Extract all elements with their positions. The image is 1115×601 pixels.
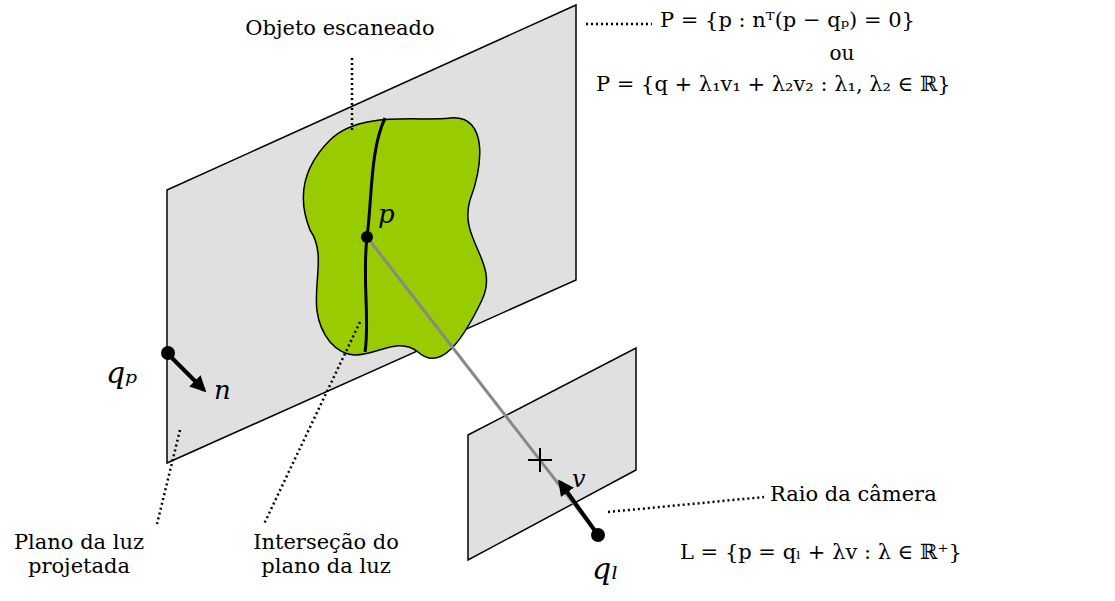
- pixel-cross: [539, 448, 541, 472]
- vector-label: v: [572, 466, 586, 494]
- point-label: qₚ: [106, 356, 137, 391]
- scanned-object: [303, 118, 486, 359]
- leader-line: [264, 322, 360, 524]
- point-label: qₗ: [592, 552, 618, 587]
- formula: P = {q + λ₁v₁ + λ₂v₂ : λ₁, λ₂ ∈ ℝ}: [596, 72, 951, 96]
- leader-line: [157, 430, 180, 524]
- leader-line: [351, 58, 354, 130]
- formula: P = {p : nᵀ(p − qₚ) = 0}: [660, 8, 915, 32]
- point-dot: [591, 528, 605, 542]
- leader-line: [586, 23, 652, 26]
- point-dot: [161, 346, 175, 360]
- leader-line: [608, 497, 764, 512]
- formula: L = {p = qₗ + λv : λ ∈ ℝ⁺}: [680, 540, 962, 564]
- point-dot: [361, 231, 373, 243]
- leader-label: Interseção do plano da luz: [231, 530, 421, 578]
- leader-label: Raio da câmera: [770, 482, 937, 506]
- light-plane: [167, 5, 576, 463]
- point-label: p: [378, 200, 395, 230]
- leader-label: Objeto escaneado: [245, 16, 434, 40]
- vector-label: n: [214, 376, 231, 406]
- normal-arrow: [172, 358, 204, 390]
- camera-ray: [367, 237, 598, 535]
- formula-note: ou: [830, 42, 855, 65]
- leader-label: Plano da luz projetada: [4, 530, 154, 578]
- camera-image-plane: [468, 348, 636, 560]
